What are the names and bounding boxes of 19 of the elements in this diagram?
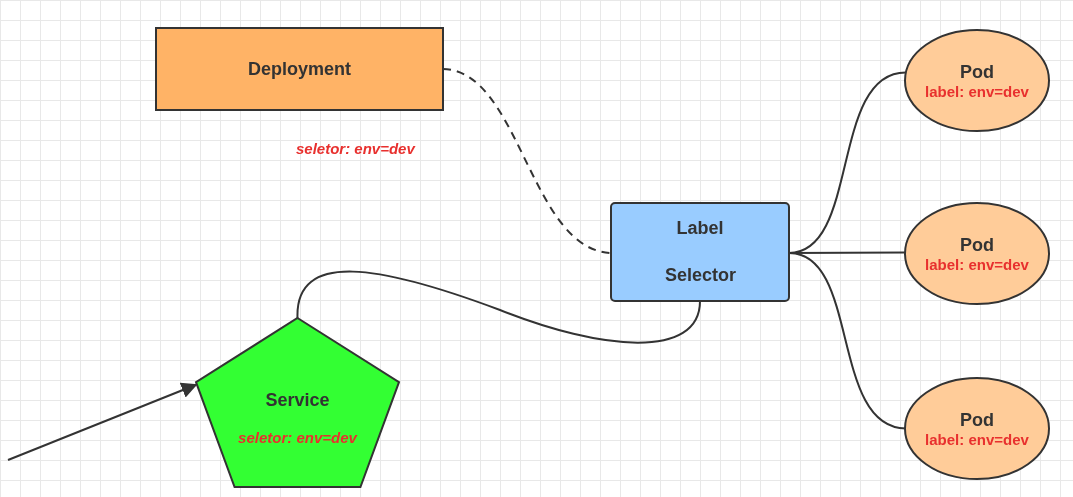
- node-title: Pod: [960, 409, 994, 431]
- service-pentagon: [196, 318, 399, 487]
- node-label: label: env=dev: [925, 430, 1029, 448]
- pod-ellipse: [905, 378, 1049, 479]
- arrow: [7, 382, 198, 461]
- pod-ellipse: [905, 203, 1049, 304]
- node-title: Pod: [960, 61, 994, 83]
- node-title: Pod: [960, 234, 994, 256]
- process-box: [156, 28, 443, 110]
- connector-line: [296, 270, 701, 344]
- node-title: Service: [265, 389, 330, 411]
- label-selector-box: [611, 203, 789, 301]
- node-label: label: env=dev: [925, 82, 1029, 100]
- node-label: seletor: env=dev: [238, 428, 357, 446]
- selector-note: seletor: env=dev: [296, 140, 415, 157]
- node-label: label: env=dev: [925, 255, 1029, 273]
- node-title: Label Selector: [665, 217, 735, 287]
- node-title: Deployment: [248, 58, 351, 80]
- pod-ellipse: [905, 30, 1049, 131]
